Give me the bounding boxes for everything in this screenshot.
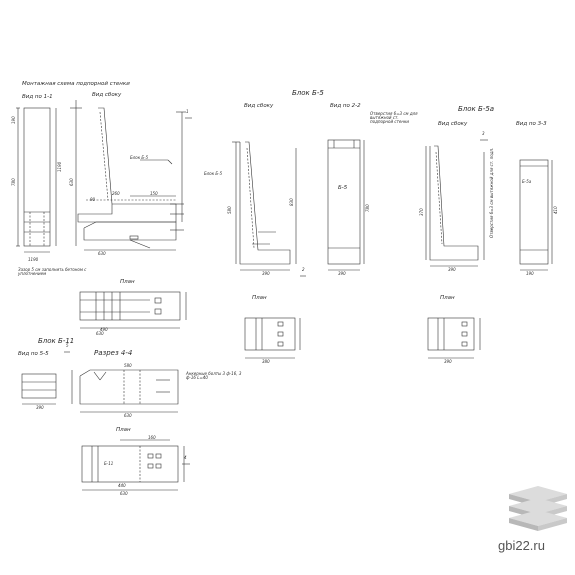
plan-right-label: План (440, 295, 455, 301)
section-tick-label: 4 (184, 455, 187, 460)
block-b5-callout-mid: Блок Б-5 (204, 171, 223, 176)
section-ticks (64, 117, 488, 465)
section-tick-label: 2 (302, 267, 305, 272)
stacked-blocks-logo-icon (509, 486, 567, 531)
block-b5-side-drawing (232, 141, 297, 271)
view-1-1-drawing (16, 107, 57, 253)
dim-label: 390 (36, 405, 44, 410)
block-b5a-plan-drawing (427, 317, 481, 359)
dim-label: 380 (262, 359, 270, 364)
fitting-note: Анкерные болты 3 ф-16, 3 ф-16 L=40 (186, 371, 242, 380)
block-b11-inner-label: Б-11 (104, 461, 114, 466)
section-tick-label: 1 (186, 109, 189, 114)
view-2-2-label: Вид по 2-2 (330, 103, 361, 109)
block-b5-title: Блок Б-5 (292, 89, 324, 97)
side-view-right-label: Вид сбоку (438, 121, 468, 127)
side-view-left-label: Вид сбоку (92, 92, 122, 98)
dim-label: 190 (11, 116, 16, 124)
dim-label: 580 (227, 206, 232, 214)
block-b5-inner-label: Б-5 (338, 185, 348, 191)
plan-left-drawing (79, 291, 187, 329)
hole-note-right: Отверстия 6=3 см вытяжной для ст. подп. (489, 147, 494, 238)
dim-label: 830 (289, 198, 294, 206)
dim-label: 440 (118, 483, 126, 488)
block-b5-plan-drawing (244, 317, 301, 359)
dim-label: 260 (112, 191, 120, 196)
dim-label: 490 (100, 327, 108, 332)
logo-slab-left (509, 518, 538, 531)
dim-label: 390 (262, 271, 270, 276)
section-tick-label: 5 (66, 343, 69, 348)
section-tick-label: 3 (482, 131, 485, 136)
dim-label: 780 (365, 204, 370, 212)
dim-label: 370 (419, 208, 424, 216)
dim-label: 390 (444, 359, 452, 364)
dim-label: 630 (69, 178, 74, 186)
dim-label: 410 (553, 206, 558, 214)
dim-label: 160 (148, 435, 156, 440)
dim-label: 630 (96, 331, 104, 336)
block-b5a-front-drawing (519, 159, 553, 271)
title-left: Монтажная схема подпорной стенки (22, 81, 130, 87)
side-view-left-drawing (70, 100, 186, 251)
joint-note: Зазор 5 см заполнить бетоном с уплотнени… (18, 267, 87, 276)
hole-note-mid: Отверстия 6=3 см для вытяжной ст. подпор… (370, 111, 418, 124)
dim-label: 1190 (28, 257, 39, 262)
dim-label: 630 (124, 413, 132, 418)
block-b11-label: Блок Б-11 (38, 337, 75, 345)
section-4-4-label: Разрез 4-4 (94, 349, 133, 357)
dim-label: 630 (120, 491, 128, 496)
site-watermark: gbi22.ru (498, 538, 545, 553)
block-b5a-side-drawing (425, 145, 485, 267)
dim-label: 780 (11, 178, 16, 186)
block-b5a-inner-label: Б-5а (522, 179, 532, 184)
plan-left-label: План (120, 279, 135, 285)
side-view-mid-label: Вид сбоку (244, 103, 274, 109)
dim-label: 150 (150, 191, 158, 196)
block-b5a-title: Блок Б-5а (458, 105, 495, 113)
dim-label: 90 (90, 197, 96, 202)
dim-label: 390 (338, 271, 346, 276)
dim-label: 580 (124, 363, 132, 368)
dim-label: 1190 (57, 161, 62, 172)
dim-label: 190 (526, 271, 534, 276)
view-5-5-label: Вид по 5-5 (18, 351, 49, 357)
dim-label: 630 (98, 251, 106, 256)
dim-label: 390 (448, 267, 456, 272)
plan-mid-label: План (252, 295, 267, 301)
section-4-4-drawing (71, 369, 179, 413)
bottom-plan-label: План (116, 427, 131, 433)
view-5-5-drawing (21, 373, 57, 405)
block-b5-callout: Блок Б-5 (130, 155, 149, 160)
block-b5-front-drawing (327, 139, 365, 271)
view-3-3-label: Вид по 3-3 (516, 121, 547, 127)
view-1-1-label: Вид по 1-1 (22, 94, 53, 100)
bottom-plan-drawing (81, 439, 185, 491)
logo-slab-right (538, 518, 567, 531)
